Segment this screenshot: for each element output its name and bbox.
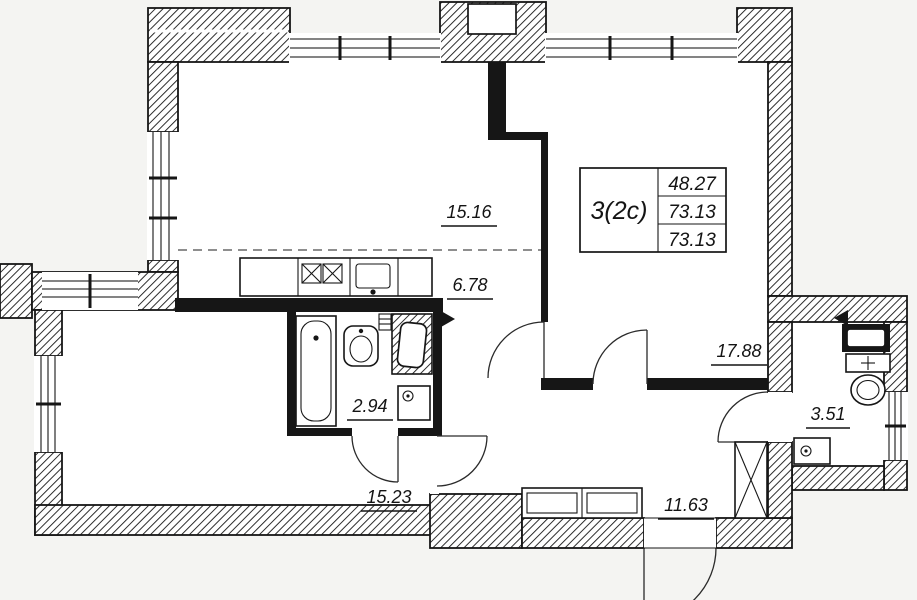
door-bathroom <box>351 435 399 483</box>
total-area-value: 73.13 <box>668 202 716 223</box>
room-area-label-living: 15.16 <box>446 202 492 222</box>
wall-segment <box>433 312 442 436</box>
washing-machine-icon <box>397 385 431 421</box>
wall-segment <box>147 61 179 133</box>
wall-segment <box>541 140 548 322</box>
wall-segment <box>767 321 793 393</box>
wall-segment <box>147 7 291 63</box>
wc-washer-icon <box>793 437 831 465</box>
wall-segment <box>147 259 179 273</box>
water-heater-icon <box>391 313 433 375</box>
wall-segment <box>541 378 593 390</box>
kitchen-sink-icon <box>355 263 391 295</box>
door-room <box>436 435 488 487</box>
wall-segment <box>34 504 438 536</box>
wall-segment <box>767 441 793 519</box>
hall-corridor-floor <box>439 298 768 518</box>
washbasin-icon <box>343 325 379 367</box>
wall-segment <box>287 428 352 436</box>
window-left-band <box>42 272 138 310</box>
wall-segment <box>883 459 908 491</box>
door-entrance <box>643 547 717 600</box>
wardrobe-icon <box>521 487 643 519</box>
door-openings <box>430 392 792 549</box>
interior-walls <box>175 62 768 436</box>
kitchen-counter-icon <box>239 257 433 297</box>
window-top-right <box>545 33 738 63</box>
wall-segment <box>0 263 33 319</box>
fixtures <box>239 257 891 519</box>
door-hall <box>487 321 545 379</box>
apartment-info-table: 3(2с) 48.27 73.13 73.13 <box>579 167 727 253</box>
room-area-label-hall: 6.78 <box>452 275 487 295</box>
room-area-label-bathroom: 2.94 <box>351 396 387 416</box>
window-left-upper <box>147 132 179 260</box>
towel-radiator-icon <box>378 313 392 331</box>
wc-sink-icon <box>842 324 890 352</box>
wall-segment <box>767 61 793 297</box>
wall-segment <box>175 298 443 312</box>
wall-segment <box>34 309 63 357</box>
wall-segment <box>488 62 506 138</box>
total-area-with-balcony-value: 73.13 <box>668 230 716 251</box>
stove-icon <box>301 263 343 284</box>
window-right <box>883 392 908 460</box>
apartment-type-label: 3(2с) <box>591 197 648 225</box>
room-area-label-bedroom: 17.88 <box>716 341 761 361</box>
vent-arrow-icon <box>834 310 848 326</box>
wall-segment <box>398 428 442 436</box>
doors <box>351 321 769 600</box>
window-top-left <box>289 33 441 63</box>
wall-segment <box>736 7 793 63</box>
window-left-lower <box>34 356 63 452</box>
wall-segment <box>429 493 523 549</box>
living-area-value: 48.27 <box>668 174 717 195</box>
room-area-label-corridor: 11.63 <box>664 495 708 515</box>
room-area-labels: 15.16 6.78 17.88 2.94 15.23 11.63 3.51 <box>347 202 850 520</box>
duct-shaft <box>467 3 517 35</box>
room-area-label-wc: 3.51 <box>810 404 845 424</box>
vent-arrow-icon <box>441 311 455 327</box>
wall-segment <box>647 378 768 390</box>
room-area-label-room: 15.23 <box>366 487 411 507</box>
wall-segment <box>715 517 793 549</box>
door-bedroom <box>592 329 648 385</box>
wall-segment <box>521 517 645 549</box>
windows <box>34 33 908 460</box>
wall-segment <box>791 465 885 491</box>
door-opening <box>430 436 439 494</box>
entrance-opening <box>644 518 716 548</box>
wall-segment <box>287 312 296 436</box>
bathtub-icon <box>295 315 337 427</box>
vent-shaft-icon <box>734 441 768 519</box>
toilet-icon <box>845 353 891 406</box>
wall-segment <box>488 132 548 140</box>
door-opening <box>768 392 792 442</box>
